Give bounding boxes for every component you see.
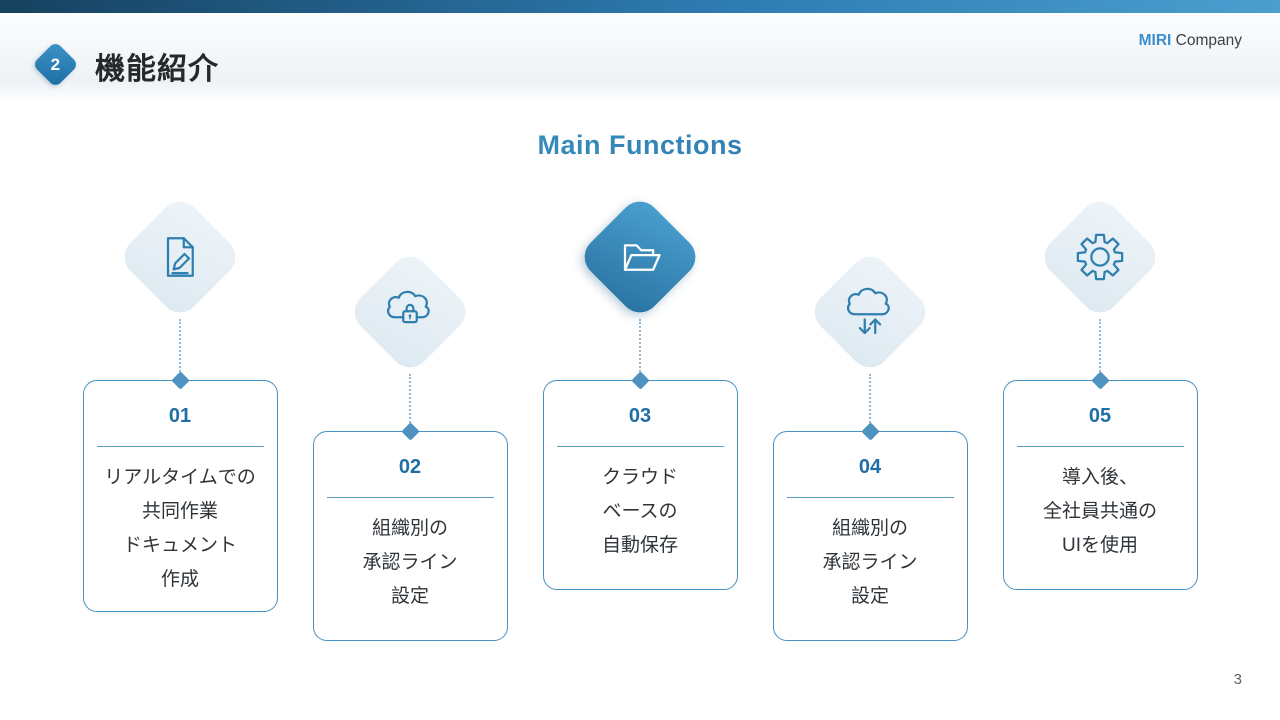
feature-number: 02 bbox=[398, 456, 422, 478]
feature-card-01: 01 リアルタイムでの共同作業ドキュメント作成 bbox=[82, 371, 278, 612]
icon-diamond bbox=[806, 248, 934, 376]
card-divider bbox=[556, 446, 724, 447]
folder-open-icon bbox=[610, 227, 670, 287]
company-logo: MIRI Company bbox=[1139, 32, 1242, 50]
feature-description: 組織別の承認ライン設定 bbox=[314, 512, 507, 628]
icon-diamond bbox=[346, 248, 474, 376]
feature-description-line: 共同作業 bbox=[141, 501, 218, 522]
section-number: 2 bbox=[50, 54, 61, 74]
logo-brand: MIRI bbox=[1138, 32, 1172, 49]
feature-description: リアルタイムでの共同作業ドキュメント作成 bbox=[84, 461, 277, 611]
dotted-connector-line bbox=[409, 374, 411, 431]
dotted-connector-line bbox=[639, 319, 641, 380]
cloud-sync-icon bbox=[840, 282, 900, 342]
feature-description-line: 作成 bbox=[160, 569, 199, 590]
card-divider bbox=[786, 497, 954, 498]
header-band-fade bbox=[0, 82, 1280, 104]
dotted-connector-line bbox=[869, 374, 871, 431]
feature-number: 05 bbox=[1088, 405, 1112, 427]
dotted-connector-line bbox=[179, 319, 181, 380]
main-heading: Main Functions bbox=[0, 130, 1280, 161]
page-number: 3 bbox=[1233, 671, 1242, 688]
feature-description-line: UIを使用 bbox=[1061, 535, 1138, 556]
feature-description-line: 自動保存 bbox=[601, 535, 678, 556]
feature-description-line: クラウド bbox=[601, 467, 678, 488]
feature-description-line: ベースの bbox=[602, 501, 678, 522]
slide-title: 機能紹介 bbox=[95, 53, 219, 86]
feature-number: 04 bbox=[858, 456, 882, 478]
connector-diamond bbox=[860, 422, 880, 441]
card-divider bbox=[326, 497, 494, 498]
icon-diamond bbox=[1036, 193, 1164, 321]
feature-card-03: 03 クラウドベースの自動保存 bbox=[542, 371, 738, 590]
card-divider bbox=[96, 446, 264, 447]
feature-description: 導入後、全社員共通の UIを使用 bbox=[1004, 461, 1197, 577]
feature-description-line: 導入後、 bbox=[1061, 467, 1138, 488]
feature-description-line: 全社員共通の bbox=[1042, 501, 1157, 522]
top-gradient-bar bbox=[0, 0, 1280, 13]
feature-description-line: 組織別の bbox=[371, 518, 448, 539]
feature-description-line: ドキュメント bbox=[122, 535, 237, 556]
card-divider bbox=[1016, 446, 1184, 447]
feature-number: 01 bbox=[168, 405, 192, 427]
icon-diamond-active bbox=[576, 193, 704, 321]
feature-description-line: リアルタイムでの bbox=[104, 467, 256, 488]
feature-description-line: 組織別の bbox=[831, 518, 908, 539]
feature-card-02: 02 組織別の承認ライン設定 bbox=[312, 422, 508, 641]
header-band bbox=[0, 13, 1280, 82]
icon-diamond bbox=[116, 193, 244, 321]
connector-diamond bbox=[630, 371, 650, 390]
feature-card-04: 04 組織別の承認ライン設定 bbox=[772, 422, 968, 641]
connector-diamond bbox=[1090, 371, 1110, 390]
connector-diamond bbox=[170, 371, 190, 390]
feature-description-line: 設定 bbox=[850, 586, 889, 607]
feature-description-line: 承認ライン bbox=[362, 552, 458, 573]
document-edit-icon bbox=[150, 227, 210, 287]
logo-suffix: Company bbox=[1175, 32, 1242, 49]
cloud-lock-icon bbox=[380, 282, 440, 342]
feature-number: 03 bbox=[628, 405, 652, 427]
connector-diamond bbox=[400, 422, 420, 441]
feature-card-05: 05 導入後、全社員共通の UIを使用 bbox=[1002, 371, 1198, 590]
gear-icon bbox=[1070, 227, 1130, 287]
feature-description: クラウドベースの自動保存 bbox=[544, 461, 737, 577]
feature-description-line: 設定 bbox=[390, 586, 429, 607]
dotted-connector-line bbox=[1099, 319, 1101, 380]
feature-description-line: 承認ライン bbox=[822, 552, 918, 573]
feature-description: 組織別の承認ライン設定 bbox=[774, 512, 967, 628]
